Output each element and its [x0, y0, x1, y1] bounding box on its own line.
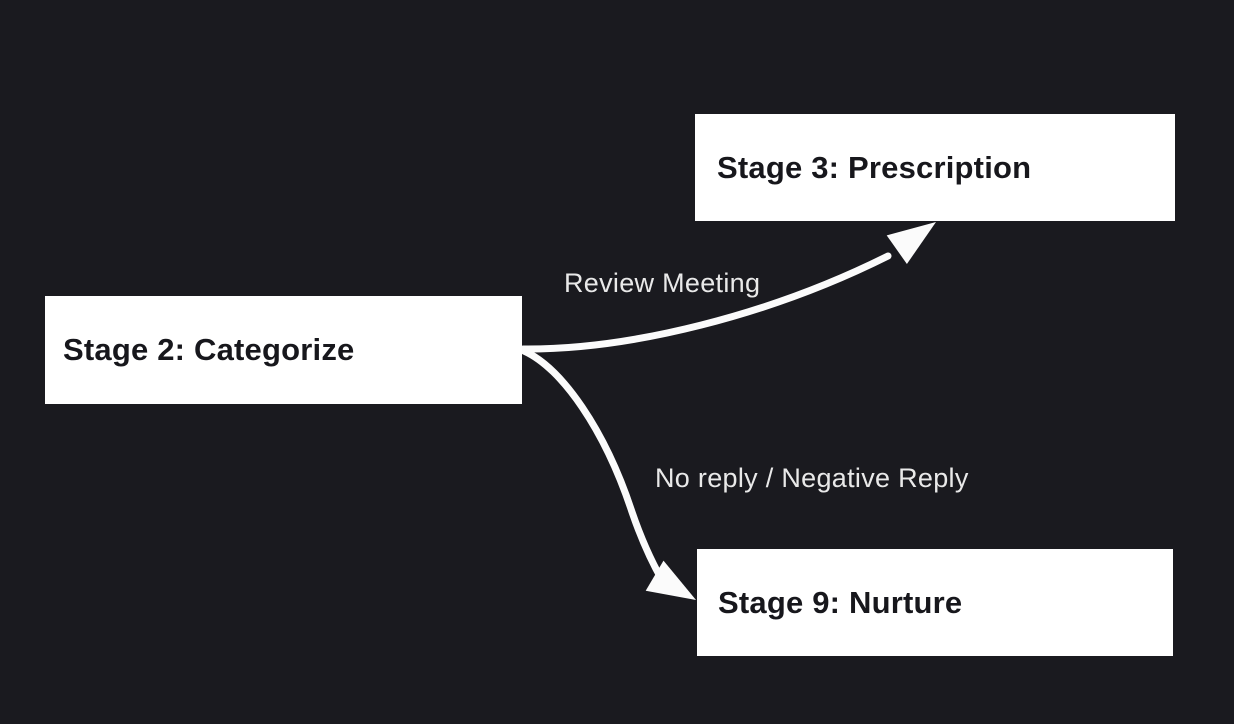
node-stage-2: Stage 2: Categorize: [45, 296, 522, 404]
edge-label-no-reply: No reply / Negative Reply: [655, 463, 969, 493]
edge-line-no-reply: [520, 347, 666, 584]
node-stage-2-label: Stage 2: Categorize: [63, 332, 355, 367]
node-stage-9: Stage 9: Nurture: [697, 549, 1173, 656]
node-stage-9-label: Stage 9: Nurture: [718, 584, 963, 620]
node-stage-3-label: Stage 3: Prescription: [717, 149, 1032, 185]
arrowhead-icon: [645, 560, 696, 600]
edge-label-review-meeting: Review Meeting: [564, 268, 761, 298]
node-stage-3: Stage 3: Prescription: [695, 114, 1175, 221]
arrowhead-icon: [886, 222, 936, 264]
